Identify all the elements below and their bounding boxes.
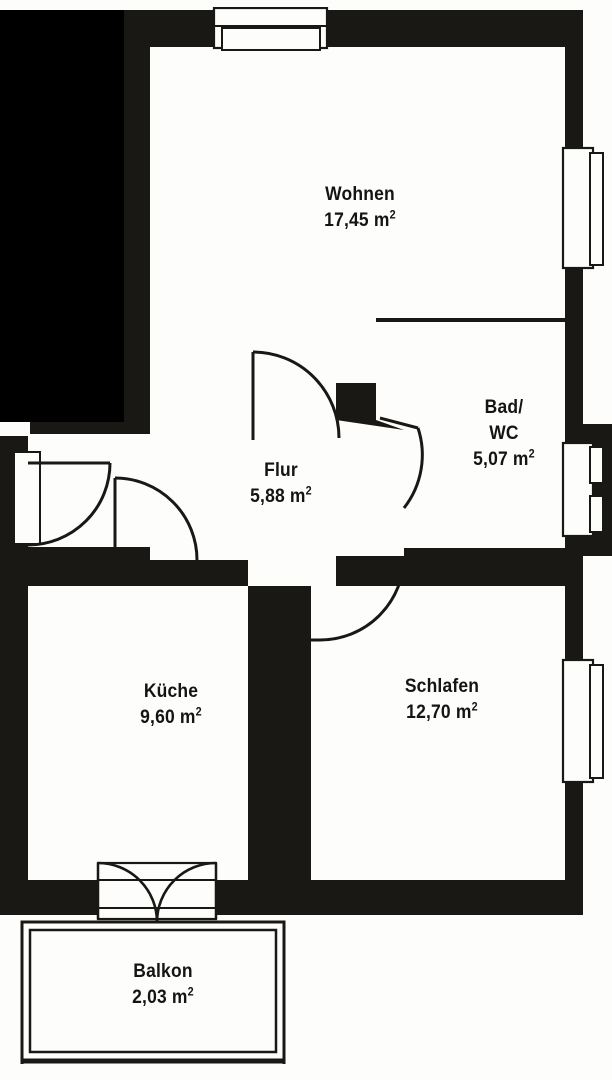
room-area-schlafen [311,586,565,880]
room-area-bad-wc [376,322,565,548]
below-building-background-2 [0,922,612,1080]
room-area-kueche [28,586,248,880]
balcony-outline [20,920,286,1064]
door-schlafen [248,555,406,642]
windows [13,6,604,784]
room-area-wohnen [150,47,565,383]
doors [27,350,424,923]
window-right-bad-wc [561,441,604,538]
door-bad-wc [379,416,424,509]
room-interiors [0,47,612,1080]
below-building-background [0,915,612,923]
staircase-treads [0,555,26,846]
door-entrance-flur [27,461,112,547]
window-top-wohnen [212,6,329,51]
door-wohnen [251,350,341,440]
room-area-flur [28,352,404,586]
wall-edge-trims [0,0,612,436]
window-right-schlafen [561,658,604,784]
window-right-wohnen [561,146,604,270]
door-kueche [113,476,199,561]
door-balkon [96,861,218,923]
neighbour-solid-block [0,10,124,422]
window-left-entrance-frame [13,451,41,545]
